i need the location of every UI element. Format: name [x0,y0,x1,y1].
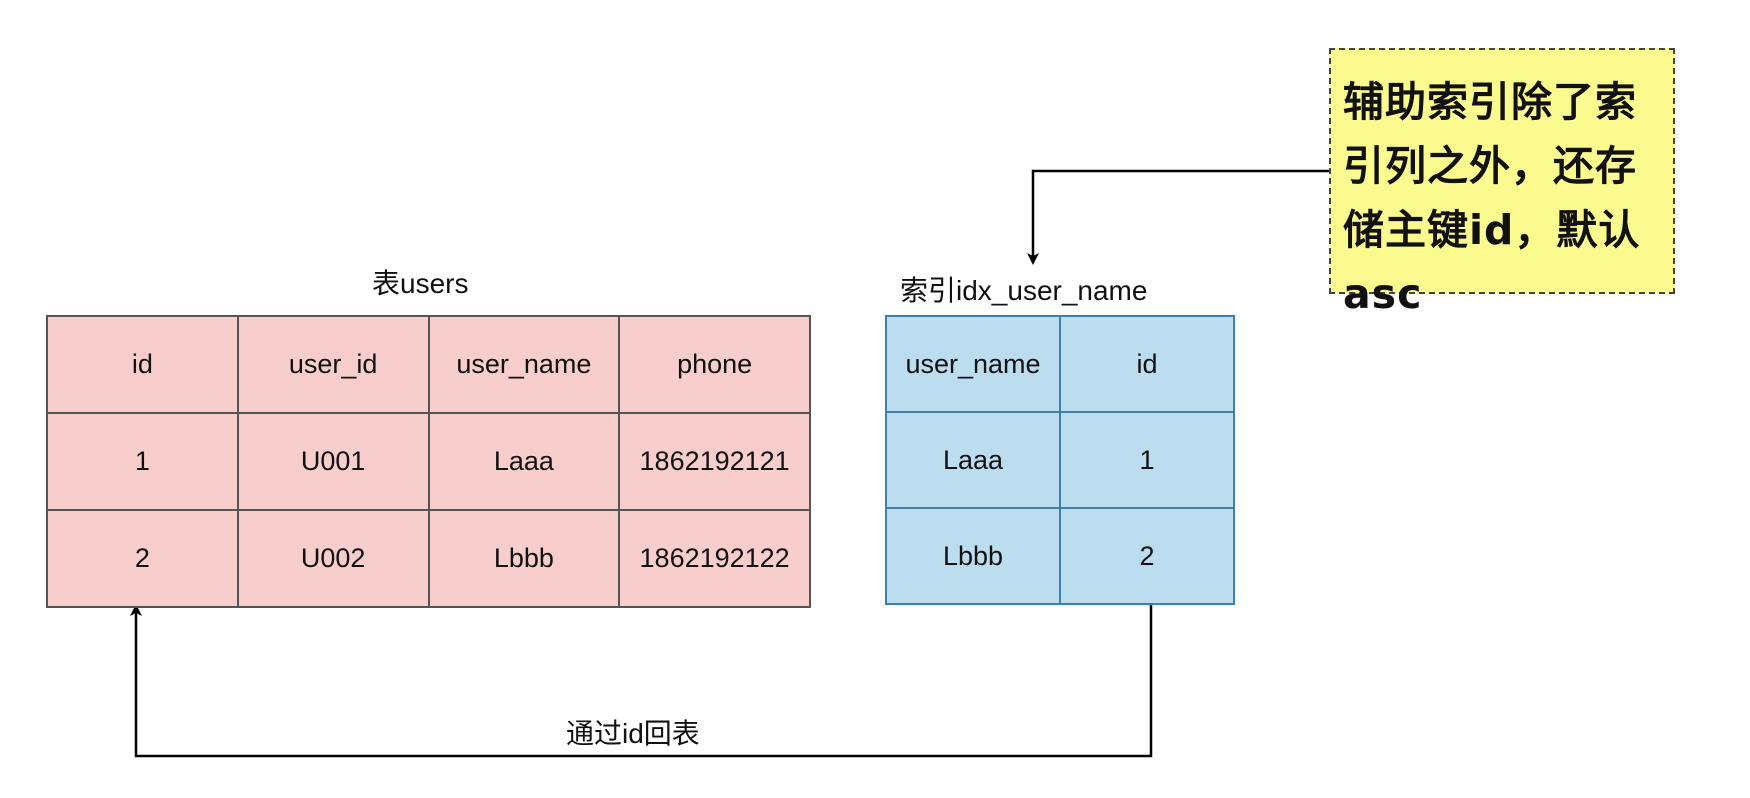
users-cell: U001 [236,412,430,511]
note-box: 辅助索引除了索引列之外，还存储主键id，默认asc [1329,48,1675,318]
index-cell: Laaa [885,411,1061,509]
index-table-title: 索引idx_user_name [900,275,1148,306]
note-to-index-arrow [1027,169,1329,265]
users-cell: 2 [46,509,239,608]
index-header-id: id [1059,315,1235,413]
note-text: 辅助索引除了索引列之外，还存储主键id，默认asc [1343,78,1641,318]
users-table: id user_id user_name phone 1 U001 Laaa 1… [46,315,811,608]
index-table: user_name id Laaa 1 Lbbb 2 [885,315,1235,605]
users-header-user-name: user_name [427,315,621,414]
users-row: 2 U002 Lbbb 1862192122 [46,509,811,608]
users-cell: Lbbb [427,509,621,608]
users-cell: Laaa [427,412,621,511]
users-header-phone: phone [618,315,811,414]
index-header-row: user_name id [885,315,1235,413]
users-row: 1 U001 Laaa 1862192121 [46,412,811,511]
users-cell: 1862192121 [618,412,811,511]
users-header-user-id: user_id [236,315,430,414]
index-cell: Lbbb [885,507,1061,605]
users-header-id: id [46,315,239,414]
back-lookup-arrow [130,598,1153,758]
users-table-title: 表users [372,268,469,299]
index-header-user-name: user_name [885,315,1061,413]
back-lookup-label: 通过id回表 [566,718,700,749]
users-cell: 1862192122 [618,509,811,608]
index-row: Laaa 1 [885,411,1235,509]
users-cell: 1 [46,412,239,511]
index-cell: 2 [1059,507,1235,605]
index-row: Lbbb 2 [885,507,1235,605]
users-header-row: id user_id user_name phone [46,315,811,414]
index-cell: 1 [1059,411,1235,509]
users-cell: U002 [236,509,430,608]
